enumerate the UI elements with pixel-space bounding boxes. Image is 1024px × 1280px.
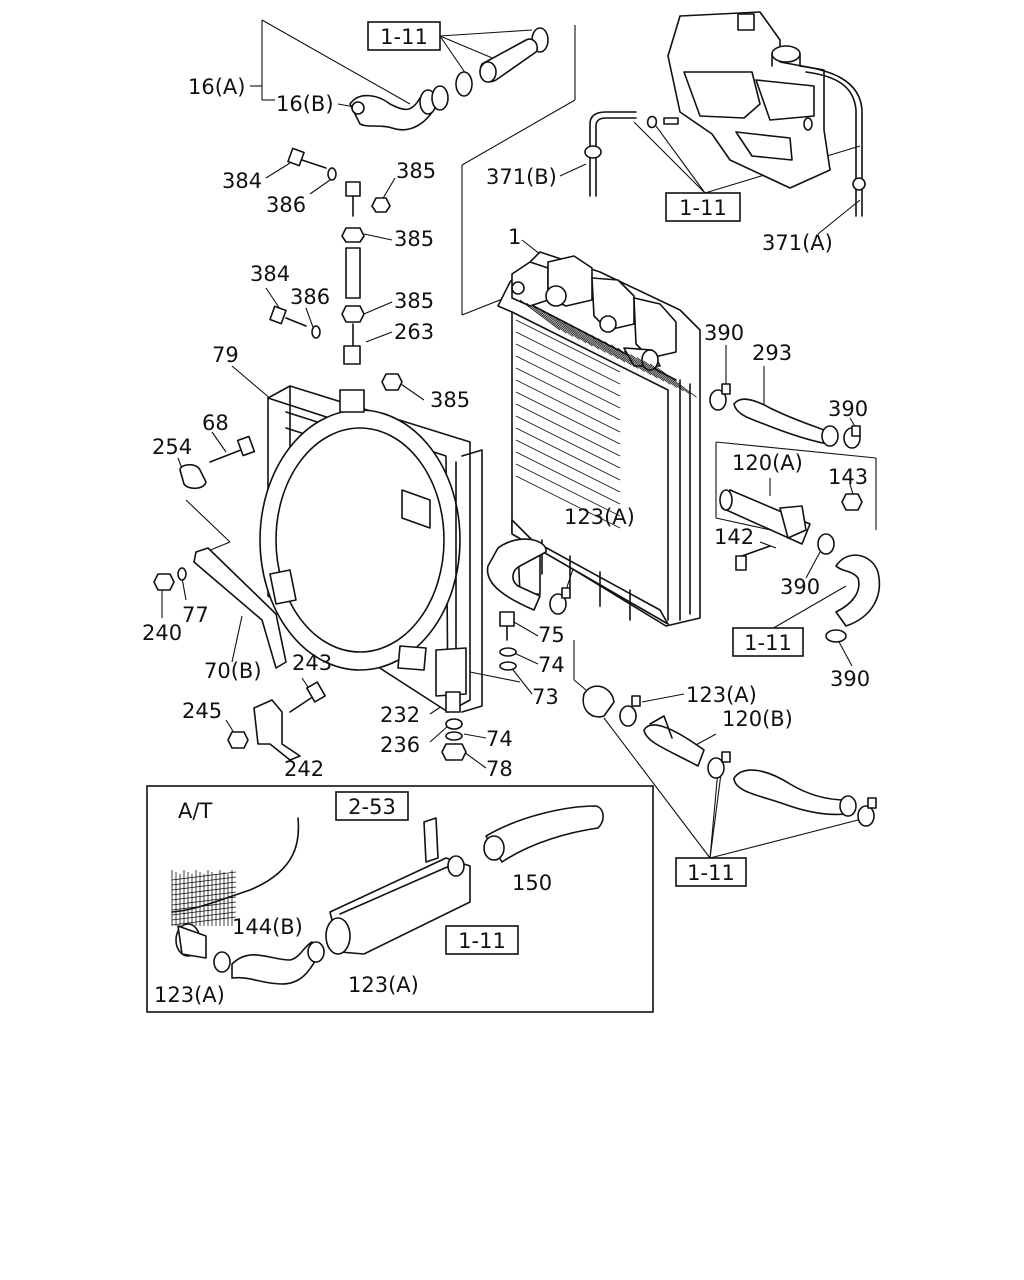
inset-title: A/T: [178, 799, 212, 823]
part-label: 120(A): [732, 451, 803, 475]
ref-text: 1-11: [687, 861, 735, 885]
part-label: 254: [152, 435, 192, 459]
part-label: 16(B): [276, 92, 334, 116]
part-label: 390: [830, 667, 870, 691]
part-label: 390: [704, 321, 744, 345]
part-label: 74: [538, 653, 565, 677]
ref-text: 1-11: [458, 929, 506, 953]
part-label: 123(A): [686, 683, 757, 707]
leader-lines: [161, 19, 877, 983]
hose-16-elbow: [349, 85, 449, 131]
hose-lower-left: [486, 538, 571, 615]
part-label: 263: [394, 320, 434, 344]
radiator: [497, 251, 701, 627]
part-label: 386: [290, 285, 330, 309]
ref-box-at: [445, 925, 519, 955]
part-labels: 16(A) 16(B) 384 386 385 385 384 386 385 …: [142, 75, 870, 1007]
part-label: 371(B): [486, 165, 557, 189]
ref-box-253: [335, 791, 409, 821]
part-label: 79: [212, 343, 239, 367]
reserve-tank: [584, 11, 866, 217]
part-label: 143: [828, 465, 868, 489]
ref-box-top: [367, 21, 441, 51]
ref-box-bottom: [675, 857, 747, 887]
ref-text: 1-11: [380, 25, 428, 49]
part-label: 123(A): [348, 973, 419, 997]
ref-text: 1-11: [744, 631, 792, 655]
hose-clamp-top: [455, 27, 549, 97]
part-label: 150: [512, 871, 552, 895]
part-label: 242: [284, 757, 324, 781]
bolt-stack-lower: [441, 611, 517, 761]
part-label: 73: [532, 685, 559, 709]
radiator-core-fins: [515, 299, 697, 529]
part-label: 385: [396, 159, 436, 183]
ref-box-tank: [665, 192, 741, 222]
at-inset: [146, 785, 654, 1013]
part-label: 78: [486, 757, 513, 781]
part-label: 385: [394, 289, 434, 313]
part-label: 384: [222, 169, 262, 193]
hose-293: [709, 383, 861, 449]
part-label: 390: [780, 575, 820, 599]
part-label: 243: [292, 651, 332, 675]
part-label: 386: [266, 193, 306, 217]
fan-shroud: [259, 385, 483, 713]
part-label: 68: [202, 411, 229, 435]
part-label: 390: [828, 397, 868, 421]
part-label: 123(A): [154, 983, 225, 1007]
hose-lower-right: [817, 533, 881, 643]
part-label: 77: [182, 603, 209, 627]
part-label: 385: [394, 227, 434, 251]
part-label: 371(A): [762, 231, 833, 255]
part-label: 236: [380, 733, 420, 757]
part-label: 144(B): [232, 915, 303, 939]
part-label: 384: [250, 262, 290, 286]
part-label: 120(B): [722, 707, 793, 731]
part-label: 245: [182, 699, 222, 723]
pipe-120a: [719, 489, 863, 571]
pipe-120b: [582, 685, 877, 827]
part-label: 70(B): [204, 659, 262, 683]
inset-radiator-hatch: [171, 870, 237, 926]
part-label: 75: [538, 623, 565, 647]
part-label: 123(A): [564, 505, 635, 529]
bracket-70b: [153, 435, 287, 669]
bolt-stack: [269, 147, 403, 391]
part-label: 385: [430, 388, 470, 412]
part-label: 293: [752, 341, 792, 365]
ref-text: 2-53: [348, 795, 396, 819]
part-label: 142: [714, 525, 754, 549]
part-label: 16(A): [188, 75, 245, 99]
ref-text: 1-11: [679, 196, 727, 220]
part-label: 1: [508, 225, 521, 249]
part-label: 232: [380, 703, 420, 727]
ref-box-right: [732, 627, 804, 657]
part-label: 74: [486, 727, 513, 751]
bracket-242: [227, 681, 326, 761]
reference-boxes: 1-11 1-11 1-11 1-11 1-11 2-53: [335, 21, 804, 955]
part-label: 240: [142, 621, 182, 645]
